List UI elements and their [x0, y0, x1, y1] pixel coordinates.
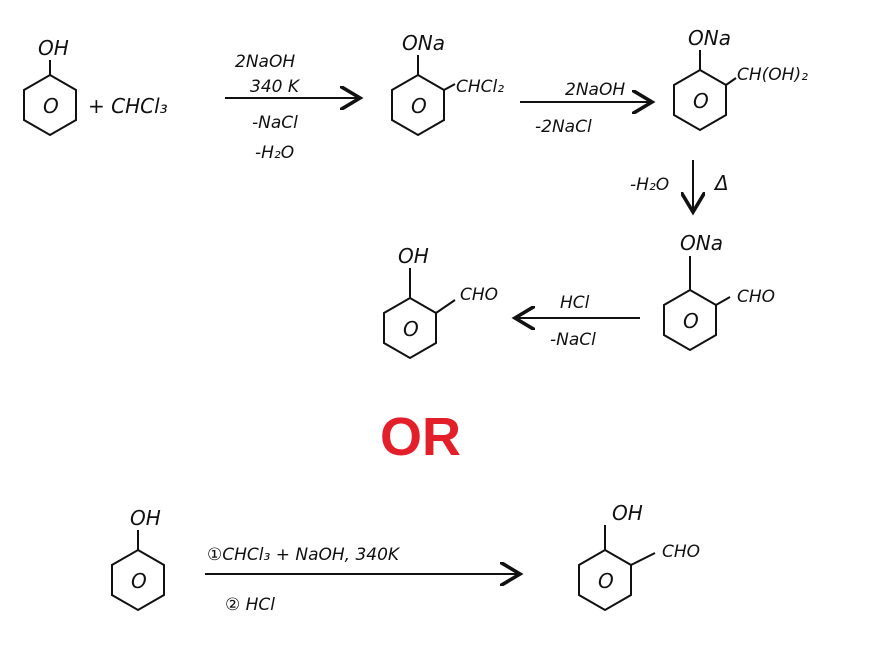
step3-water-loss: -H₂O	[630, 175, 669, 195]
step2-reagent: 2NaOH	[565, 80, 625, 100]
ona-label: ONa	[680, 231, 723, 255]
cho-label: CHO	[737, 287, 775, 307]
or-separator: OR	[380, 407, 461, 467]
oh-label: OH	[612, 501, 643, 525]
intermediate-diol: ONa CH(OH)₂	[673, 26, 808, 131]
step2-byproduct: -2NaCl	[535, 117, 592, 137]
oh-label: OH	[398, 244, 429, 268]
ona-label: ONa	[402, 31, 445, 55]
cho-label: CHO	[662, 542, 700, 562]
summary-condition-1: ①CHCl₃ + NaOH, 340K	[207, 545, 401, 565]
chloroform-reagent: + CHCl₃	[88, 94, 168, 118]
summary-condition-2: ② HCl	[225, 595, 275, 615]
phenol-oh-label: OH	[38, 36, 69, 60]
step1-byproduct-water: -H₂O	[255, 143, 294, 163]
sodium-salicylaldehyde: ONa CHO	[663, 231, 775, 351]
ona-label: ONa	[688, 26, 731, 50]
phenol: OH	[23, 36, 77, 136]
step4-reagent: HCl	[560, 293, 590, 313]
step1-byproduct-nacl: -NaCl	[252, 113, 298, 133]
step3-heat: Δ	[713, 171, 729, 195]
step4-byproduct: -NaCl	[550, 330, 596, 350]
oh-label: OH	[130, 506, 161, 530]
summary-phenol: OH	[111, 506, 165, 611]
benzene-ring	[23, 74, 77, 136]
step1-temperature: 340 K	[250, 77, 301, 97]
summary-salicylaldehyde: OH CHO	[578, 501, 700, 611]
salicylaldehyde: OH CHO	[383, 244, 498, 359]
intermediate-dichloromethyl: ONa CHCl₂	[391, 31, 504, 136]
chcl2-label: CHCl₂	[456, 77, 504, 97]
cho-label: CHO	[460, 285, 498, 305]
ch-oh2-label: CH(OH)₂	[737, 65, 808, 85]
step1-reagent: 2NaOH	[235, 52, 295, 72]
